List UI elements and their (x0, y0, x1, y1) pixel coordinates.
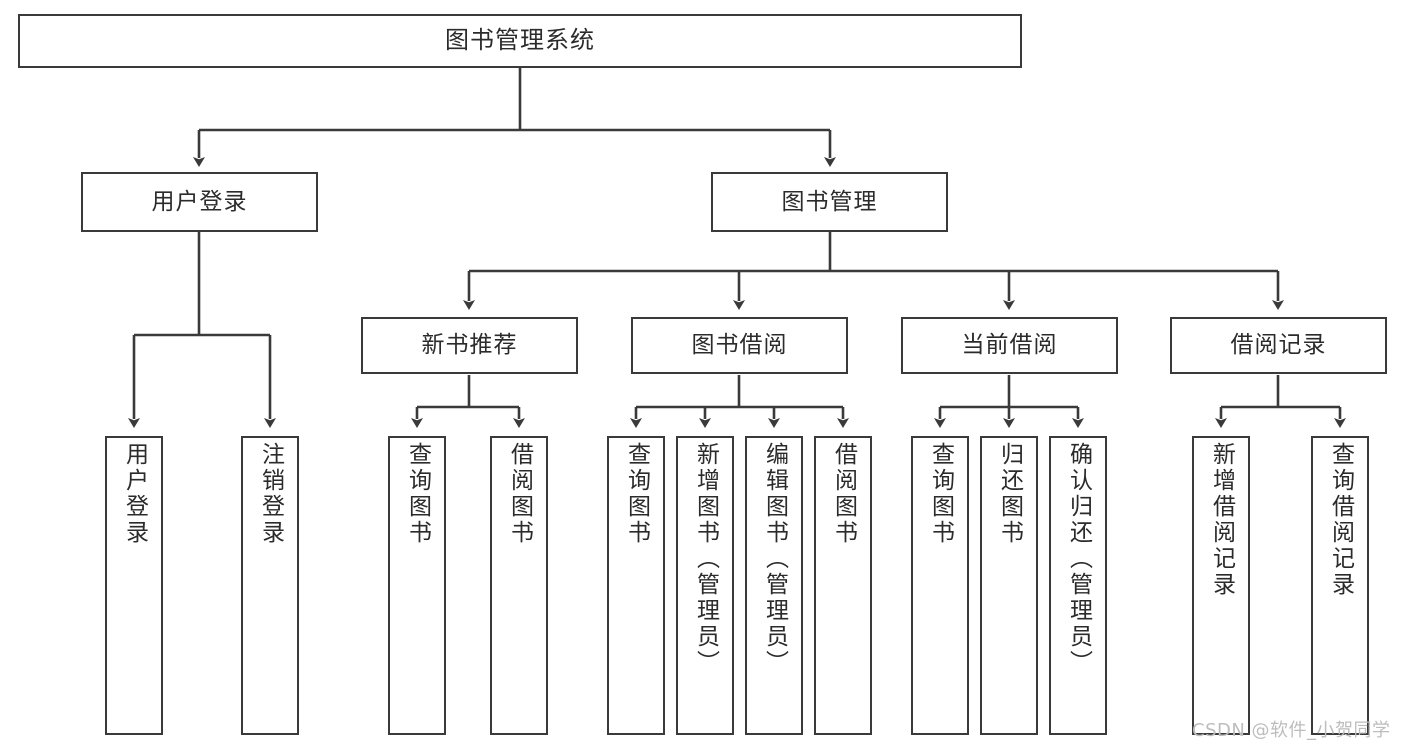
node-label: 新增图书（管理员） (692, 442, 719, 676)
node-label: 借阅图书 (506, 442, 533, 546)
node-label: 当前借阅 (961, 332, 1058, 359)
node-book-borrow[interactable]: 图书借阅 (631, 317, 848, 374)
node-label: 图书借阅 (691, 332, 788, 359)
node-label: 确认归还（管理员） (1065, 442, 1092, 676)
leaf-query-book-recommend[interactable]: 查询图书 (388, 436, 446, 735)
leaf-confirm-return-admin[interactable]: 确认归还（管理员） (1049, 436, 1107, 735)
node-label: 用户登录 (151, 188, 248, 215)
node-label: 用户登录 (121, 442, 148, 546)
node-new-book-recommend[interactable]: 新书推荐 (361, 317, 578, 374)
leaf-query-book-current[interactable]: 查询图书 (911, 436, 969, 735)
node-borrow-record[interactable]: 借阅记录 (1170, 317, 1387, 374)
node-book-management[interactable]: 图书管理 (711, 172, 948, 232)
leaf-user-login[interactable]: 用户登录 (105, 436, 163, 735)
leaf-edit-book-admin[interactable]: 编辑图书（管理员） (745, 436, 803, 735)
leaf-return-book[interactable]: 归还图书 (980, 436, 1038, 735)
node-label: 新书推荐 (421, 332, 518, 359)
node-current-borrow[interactable]: 当前借阅 (901, 317, 1118, 374)
node-label: 查询借阅记录 (1327, 442, 1354, 598)
node-label: 借阅图书 (830, 442, 857, 546)
node-label: 图书管理 (781, 188, 878, 215)
leaf-borrow-book[interactable]: 借阅图书 (814, 436, 872, 735)
leaf-query-borrow-record[interactable]: 查询借阅记录 (1311, 436, 1369, 735)
leaf-add-borrow-record[interactable]: 新增借阅记录 (1192, 436, 1250, 735)
leaf-add-book-admin[interactable]: 新增图书（管理员） (676, 436, 734, 735)
leaf-logout-login[interactable]: 注销登录 (241, 436, 299, 735)
node-label: 查询图书 (404, 442, 431, 546)
node-label: 注销登录 (257, 442, 284, 546)
watermark-text: CSDN @软件_小贺同学 (1192, 720, 1391, 741)
node-label: 借阅记录 (1230, 332, 1327, 359)
leaf-query-book-borrow[interactable]: 查询图书 (607, 436, 665, 735)
leaf-borrow-book-recommend[interactable]: 借阅图书 (490, 436, 548, 735)
node-label: 归还图书 (996, 442, 1023, 546)
node-label: 图书管理系统 (445, 26, 595, 55)
node-label: 编辑图书（管理员） (761, 442, 788, 676)
node-label: 新增借阅记录 (1208, 442, 1235, 598)
node-label: 查询图书 (927, 442, 954, 546)
node-user-login[interactable]: 用户登录 (81, 172, 318, 232)
node-book-management-system[interactable]: 图书管理系统 (18, 14, 1022, 68)
node-label: 查询图书 (623, 442, 650, 546)
